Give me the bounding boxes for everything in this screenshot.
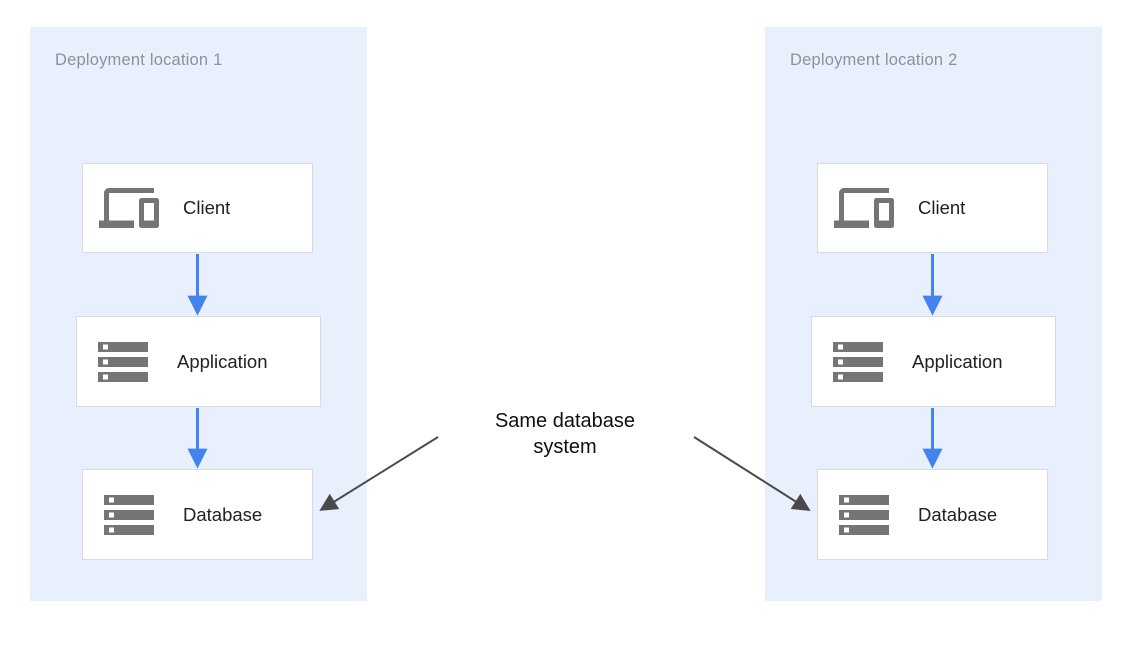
location-title: Deployment location 1 <box>55 51 223 69</box>
node-label: Client <box>918 197 966 218</box>
annotation-same-database-system: Same database system <box>494 410 636 458</box>
storage-icon <box>93 332 153 392</box>
node-application-2: Application <box>811 316 1056 407</box>
node-client-1: Client <box>82 163 313 253</box>
storage-icon <box>99 485 159 545</box>
node-database-1: Database <box>82 469 313 560</box>
node-label: Database <box>918 503 998 525</box>
devices-icon <box>99 178 159 238</box>
node-application-1: Application <box>76 316 321 407</box>
node-label: Client <box>183 197 231 218</box>
node-label: Application <box>177 350 268 372</box>
deployment-location-2: Deployment location 2 Client Application… <box>765 27 1102 601</box>
storage-icon <box>828 332 888 392</box>
node-label: Database <box>183 503 263 525</box>
node-label: Application <box>912 350 1003 372</box>
node-database-2: Database <box>817 469 1048 560</box>
storage-icon <box>834 485 894 545</box>
deployment-location-1: Deployment location 1 Client Application… <box>30 27 367 601</box>
node-client-2: Client <box>817 163 1048 253</box>
location-title: Deployment location 2 <box>790 51 958 69</box>
devices-icon <box>834 178 894 238</box>
